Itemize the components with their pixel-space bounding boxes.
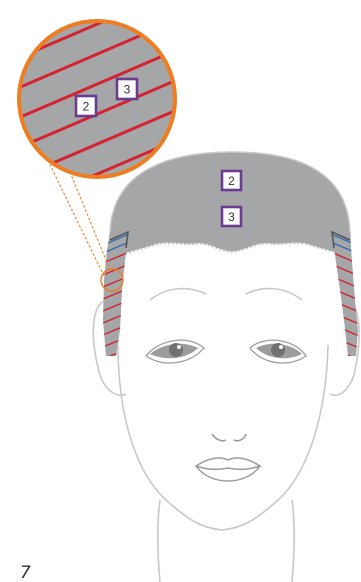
svg-text:2: 2 [228,174,235,188]
svg-text:2: 2 [83,100,90,114]
magnifier-badge-2: 2 [76,96,96,116]
nose [212,434,246,441]
svg-text:3: 3 [124,83,131,97]
left-eye [146,340,204,363]
left-eyebrow [150,289,206,300]
neck [158,500,295,582]
page-number: 7 [20,563,31,582]
svg-text:3: 3 [228,210,235,224]
hair-cap [110,152,350,258]
face-outline [118,345,328,530]
mouth [196,458,260,481]
right-eyebrow [246,289,302,300]
right-eye [250,340,306,363]
head-badge-2: 2 [222,171,241,190]
magnifier-badge-3: 3 [117,79,137,99]
head-badge-3: 3 [222,207,241,226]
